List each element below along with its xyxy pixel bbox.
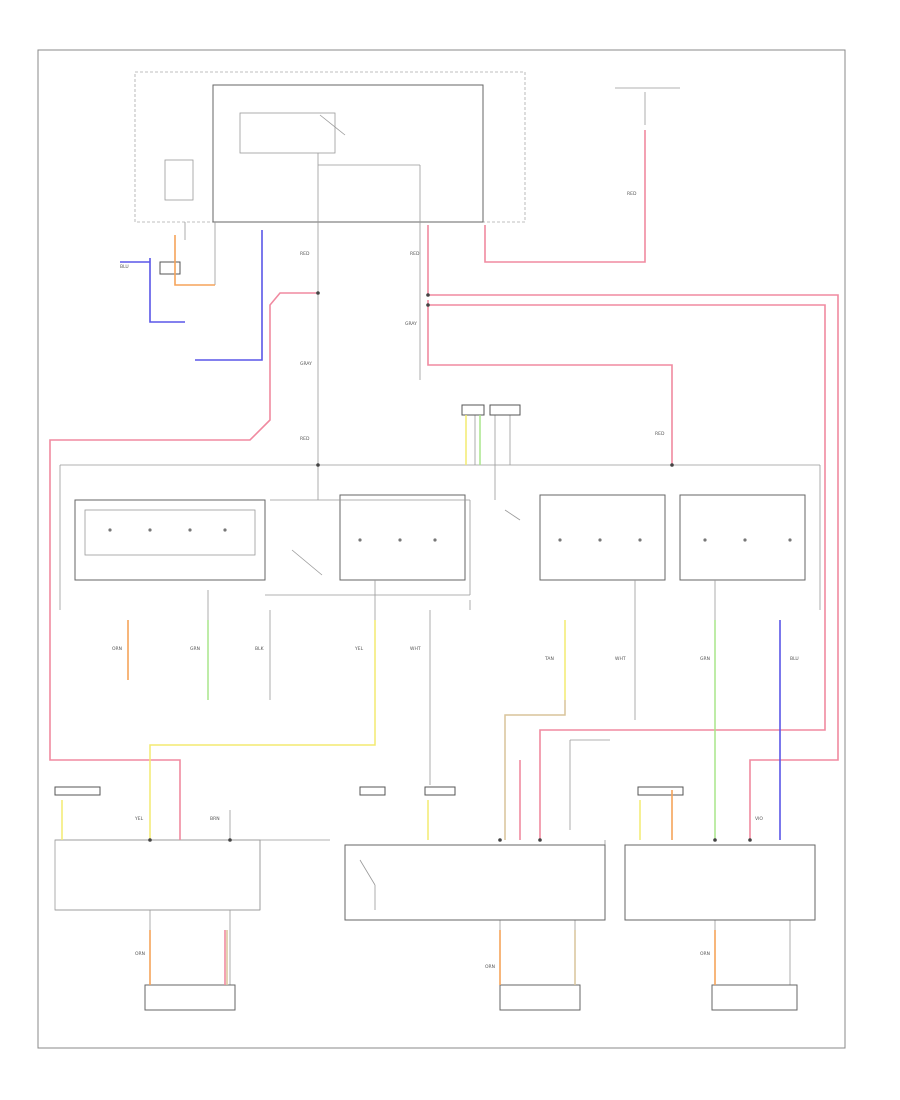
wire-label-black-1: BLK [255,646,265,652]
wire-label-red-5: RED [410,251,420,257]
wire-label-green-2: GRN [700,656,710,662]
wire-label-yellow-2: YEL [354,646,364,652]
small-connectors [54,261,684,796]
wire-label-orange-4: ORN [700,951,710,957]
power-source-connector [615,87,680,125]
tan-wires [226,700,576,985]
wire-labels: RED RED RED RED RED GRAY GRAY BLU BLU OR… [112,191,799,970]
wire-label-orange-2: ORN [135,951,145,957]
wire-label-red-2: RED [300,251,310,257]
yellow-wires [61,415,641,840]
splice-dots [148,291,752,842]
wire-label-white-2: WHT [615,656,626,662]
gray-wires [55,222,791,985]
wire-label-gray-1: GRAY [300,361,312,367]
blue-wires [120,230,781,840]
wire-label-brown-1: BRN [210,816,220,822]
wire-label-tan-1: TAN [544,656,554,662]
wire-label-violet-1: VIO [755,816,763,822]
wire-label-green-1: GRN [190,646,200,652]
wire-label-gray-2: GRAY [405,321,417,327]
wire-label-blue-2: BLU [790,656,799,662]
lower-switch-blocks [54,839,816,1011]
red-wires [49,130,839,985]
wire-label-red-1: RED [627,191,637,197]
green-wires [207,415,716,840]
wire-label-red-4: RED [655,431,665,437]
fuse-relay-box [134,71,526,223]
wire-label-orange-3: ORN [485,964,495,970]
switch-contacts [108,528,792,542]
wire-label-orange-1: ORN [112,646,122,652]
wire-label-yellow-1: YEL [134,816,144,822]
wire-label-white-1: WHT [410,646,421,652]
orange-wires [127,235,716,985]
wire-label-blue-1: BLU [120,264,129,270]
power-window-control-unit [59,464,821,610]
wire-label-red-3: RED [300,436,310,442]
diagram-border [37,49,846,1049]
